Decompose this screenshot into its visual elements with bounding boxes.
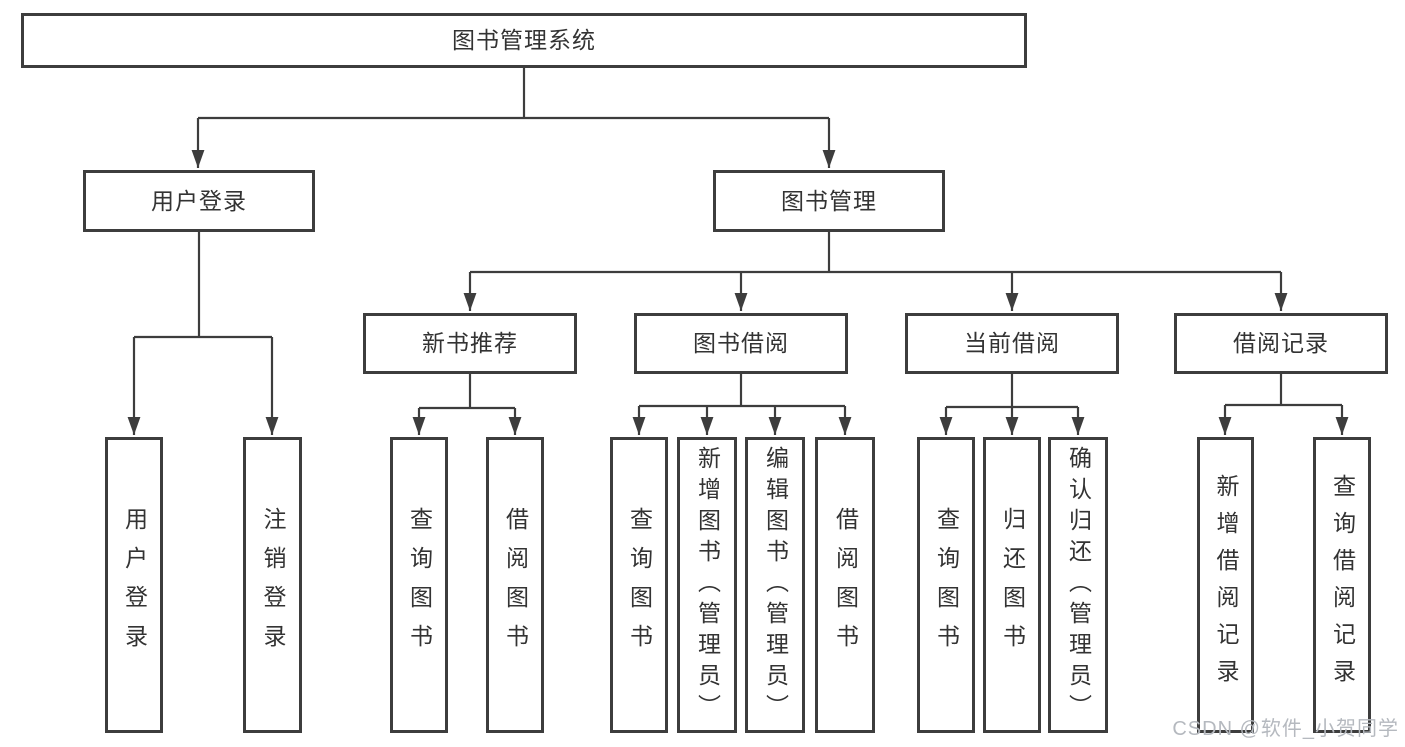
node-logout-action: 注销登录 [243, 437, 302, 733]
node-borrowing-borrow-books: 借阅图书 [815, 437, 875, 733]
node-borrowing-records: 借阅记录 [1174, 313, 1388, 374]
node-borrowing-add-books-admin: 新增图书（管理员） [677, 437, 737, 733]
node-records-add-borrow-record: 新增借阅记录 [1197, 437, 1254, 733]
node-user-login: 用户登录 [83, 170, 315, 232]
node-current-return-books: 归还图书 [983, 437, 1041, 733]
node-current-confirm-return-admin: 确认归还（管理员） [1048, 437, 1108, 733]
node-new-book-recommendation: 新书推荐 [363, 313, 577, 374]
node-current-borrowing: 当前借阅 [905, 313, 1119, 374]
node-records-query-borrow-record: 查询借阅记录 [1313, 437, 1371, 733]
node-newrec-query-books: 查询图书 [390, 437, 448, 733]
node-library-management-system: 图书管理系统 [21, 13, 1027, 68]
node-user-login-action: 用户登录 [105, 437, 163, 733]
node-borrowing-edit-books-admin: 编辑图书（管理员） [745, 437, 805, 733]
node-book-management: 图书管理 [713, 170, 945, 232]
node-borrowing-query-books: 查询图书 [610, 437, 668, 733]
node-book-borrowing: 图书借阅 [634, 313, 848, 374]
node-newrec-borrow-books: 借阅图书 [486, 437, 544, 733]
node-current-query-books: 查询图书 [917, 437, 975, 733]
